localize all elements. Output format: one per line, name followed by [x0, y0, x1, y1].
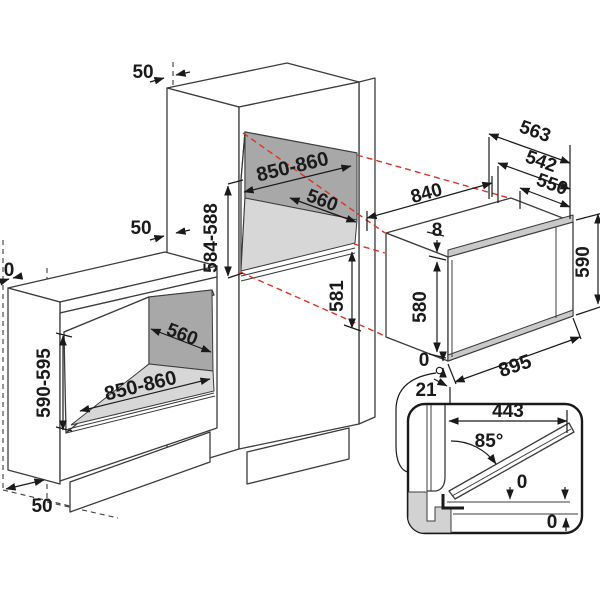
dim-base-bottom-gap: 50	[31, 496, 52, 517]
appliance	[385, 197, 574, 362]
dim-wall-gap-mid: 50	[130, 218, 151, 239]
dim-door-angle: 85°	[475, 431, 504, 452]
tall-cabinet-plinth	[246, 427, 350, 485]
dim-below-niche: 581	[327, 280, 348, 312]
dim-bottom-gap: 0	[419, 350, 430, 371]
appliance-top-trim	[447, 214, 574, 258]
dim-front-width: 895	[496, 350, 535, 382]
dim-door-gap: 0	[517, 472, 528, 493]
dim-base-niche-height: 590-595	[34, 348, 55, 418]
foot-reference-point	[435, 366, 444, 375]
dim-body-height: 580	[410, 291, 431, 323]
tall-cabinet-right-side	[358, 77, 376, 425]
dim-front-height: 590	[573, 246, 594, 278]
inset-counter-section	[408, 491, 452, 533]
inset-content	[408, 405, 578, 533]
inset-leader-line	[395, 372, 437, 473]
dimensions	[0, 69, 600, 491]
dim-appliance-rear-width: 840	[408, 179, 444, 208]
dim-depth-total: 563	[516, 117, 553, 148]
dim-base-wall-gap: 0	[4, 260, 15, 281]
dim-tall-niche-height: 584-588	[201, 203, 222, 273]
inset-cabinet-panel	[427, 405, 446, 492]
door-angle-arc	[450, 440, 497, 465]
inset-door-seal	[441, 494, 464, 510]
dim-wall-gap-top: 50	[132, 62, 153, 83]
dim-door-length: 443	[492, 401, 524, 422]
dim-top-frame: 8	[432, 220, 443, 241]
dim-floor-gap: 0	[547, 512, 558, 533]
base-cabinet-left-side	[7, 287, 61, 485]
base-cabinet-plinth	[69, 431, 211, 513]
door-detail-inset	[395, 372, 584, 535]
dim-offset: 21	[415, 380, 437, 401]
